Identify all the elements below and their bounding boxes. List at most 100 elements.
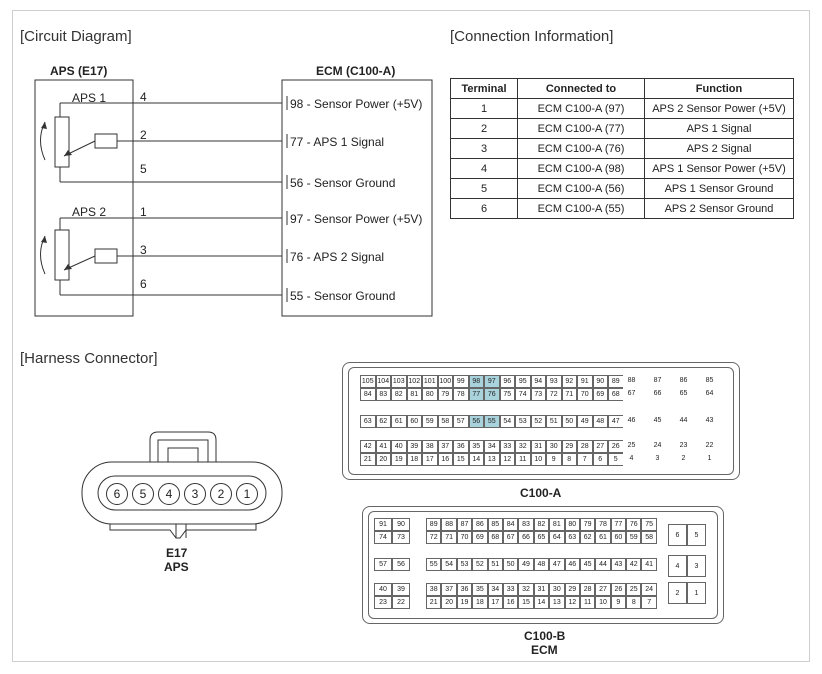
connector-pin: 89 [608,375,624,388]
circuit-diagram-heading: [Circuit Diagram] [20,28,132,45]
connector-pin: 97 [484,375,500,388]
connector-pin: 6 [592,453,608,466]
connector-pin: 66 [649,388,666,401]
ecm-pin-55-label: 55 - Sensor Ground [290,289,396,303]
connector-pin: 30 [546,440,562,453]
connector-pin: 74 [515,388,531,401]
connector-pin: 94 [530,375,546,388]
aps2-label: APS 2 [72,205,107,219]
connector-pin: 23 [675,440,692,453]
connector-pin: 36 [453,440,469,453]
connector-pin: 30 [549,583,565,596]
connector-pin: 53 [456,558,473,571]
connector-pin: 39 [406,440,422,453]
connector-pin: 70 [577,388,593,401]
connector-pin: 73 [530,388,546,401]
connector-pin: 1 [687,582,706,604]
connector-pin: 80 [422,388,438,401]
connector-pin: 92 [561,375,577,388]
connector-pin: 10 [530,453,546,466]
connector-pin: 44 [595,558,611,571]
connector-pin: 55 [426,558,442,571]
connector-pin: 54 [441,558,457,571]
e17-pin: 6 [106,483,128,505]
connector-pin: 14 [533,596,550,609]
connector-pin: 55 [484,415,500,428]
connector-pin: 56 [392,558,410,571]
connector-pin: 61 [595,531,611,544]
connector-pin: 33 [499,440,515,453]
connector-pin: 60 [610,531,627,544]
connector-pin: 22 [392,596,410,609]
connector-pin: 36 [456,583,473,596]
connector-pin: 82 [391,388,407,401]
connector-pin: 72 [546,388,562,401]
connector-pin: 82 [533,518,550,531]
connector-pin: 49 [518,558,534,571]
connector-pin: 81 [406,388,422,401]
connector-pin: 4 [668,555,687,577]
table-header-row: Terminal Connected to Function [450,78,794,99]
connector-pin: 35 [468,440,484,453]
connector-pin: 41 [375,440,391,453]
connector-pin: 69 [472,531,488,544]
connector-pin: 38 [422,440,438,453]
connector-pin: 23 [374,596,392,609]
connector-pin: 57 [453,415,469,428]
connector-pin: 52 [530,415,546,428]
aps-pin-2: 2 [140,128,147,142]
connector-pin: 90 [592,375,608,388]
e17-pin: 5 [132,483,154,505]
connector-pin: 37 [437,440,453,453]
ecm-pin-76-label: 76 - APS 2 Signal [290,250,385,264]
connector-pin: 52 [472,558,488,571]
connector-pin: 78 [453,388,469,401]
ecm-pin-98-label: 98 - Sensor Power (+5V) [290,97,423,111]
connector-pin: 20 [375,453,391,466]
connector-pin: 50 [502,558,519,571]
cell: APS 1 Signal [644,118,794,139]
connector-pin: 76 [484,388,500,401]
connector-pin: 47 [608,415,624,428]
connector-pin: 48 [533,558,550,571]
connector-pin: 19 [456,596,473,609]
c100b-label: C100-B [524,629,566,643]
connector-pin: 79 [579,518,596,531]
connector-pin: 51 [487,558,503,571]
connector-pin: 76 [626,518,642,531]
connector-pin: 11 [515,453,531,466]
connector-pin: 18 [406,453,422,466]
connector-pin: 68 [487,531,503,544]
aps-pin-4: 4 [140,90,147,104]
connector-pin: 86 [472,518,488,531]
connector-pin: 19 [391,453,407,466]
connector-pin: 58 [641,531,657,544]
connector-pin: 79 [437,388,453,401]
e17-pin-row: 6 5 4 3 2 1 [106,483,258,505]
connector-pin: 91 [577,375,593,388]
connector-pin: 16 [502,596,519,609]
ecm-pin-77-label: 77 - APS 1 Signal [290,135,385,149]
connector-pin: 4 [623,453,640,466]
connector-pin: 56 [468,415,484,428]
connection-info-heading: [Connection Information] [450,28,614,45]
ecm-pin-56-label: 56 - Sensor Ground [290,176,396,190]
header-function: Function [644,78,794,99]
connector-pin: 49 [577,415,593,428]
connector-pin: 18 [472,596,488,609]
connector-pin: 75 [641,518,657,531]
connector-pin: 62 [579,531,596,544]
